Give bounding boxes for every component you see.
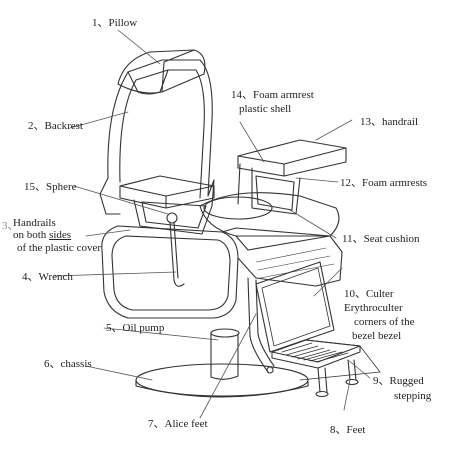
label-handrails-line2-b: sides: [49, 229, 72, 241]
feet-posts: [299, 345, 381, 398]
label-culter-line2: Erythroculter: [344, 302, 403, 314]
label-handrails-line2: on both sides: [13, 229, 71, 241]
label-culter-line1: 10、Culter: [344, 288, 394, 300]
wrench: [166, 212, 185, 287]
label-handrails-line1: Handrails: [13, 217, 56, 229]
label-rugged-line2: stepping: [394, 390, 432, 402]
label-feet: 8、Feet: [330, 424, 366, 436]
label-foam-armrest-shell-line1: 14、Foam armrest: [231, 89, 314, 101]
label-handrails-line2-a: on both: [13, 229, 50, 241]
label-handrails-line3: of the plastic cover: [17, 242, 101, 254]
label-handrails-number: 3、: [2, 220, 19, 232]
label-foam-armrests: 12、Foam armrests: [340, 177, 428, 189]
backrest: [107, 59, 213, 199]
footrest: [255, 261, 361, 369]
label-culter-line4: bezel bezel: [352, 330, 402, 342]
label-pillow: 1、Pillow: [92, 17, 138, 29]
backrest-side: [99, 177, 215, 215]
label-culter-line3: corners of the: [354, 316, 415, 328]
alice-feet-linkage: [247, 277, 275, 374]
label-rugged-line1: 9、Rugged: [373, 375, 424, 387]
label-foam-armrest-shell-line2: plastic shell: [239, 103, 292, 115]
seat-cushion: [199, 192, 340, 251]
label-handrail: 13、handrail: [360, 116, 419, 128]
label-oil-pump: 5、Oil pump: [106, 322, 165, 334]
label-alice-feet: 7、Alice feet: [148, 418, 208, 430]
seat-body: [101, 225, 343, 319]
label-wrench: 4、Wrench: [22, 271, 73, 283]
chassis-base: [135, 363, 309, 398]
pillow: [117, 49, 206, 94]
leader-lines: [53, 29, 371, 419]
label-chassis: 6、chassis: [44, 358, 92, 370]
label-backrest: 2、Backrest: [28, 120, 83, 132]
oil-pump-column: [210, 328, 240, 380]
left-handrail: [119, 175, 215, 235]
right-handrail: [237, 139, 347, 215]
label-seat-cushion: 11、Seat cushion: [342, 233, 420, 245]
label-sphere: 15、Sphere: [24, 181, 77, 193]
